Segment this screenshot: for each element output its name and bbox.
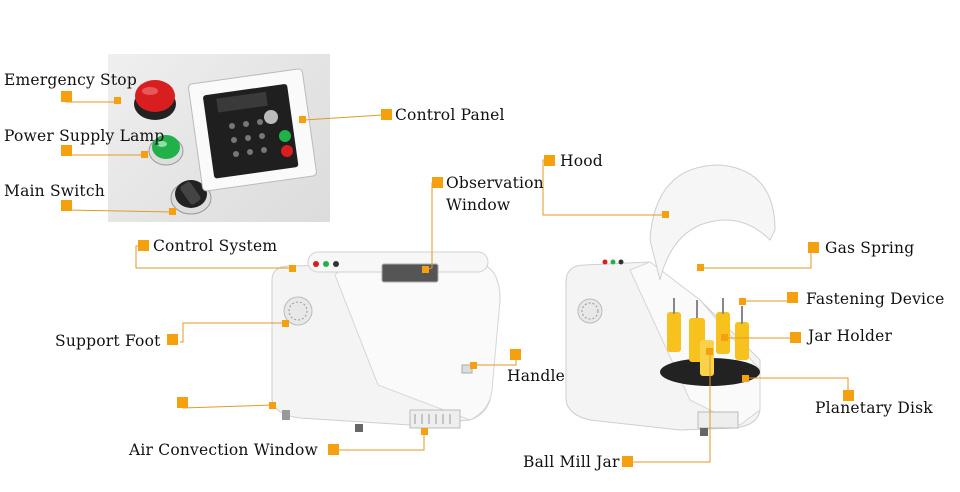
- marker-fastening-device: [787, 292, 798, 303]
- label-main-switch: Main Switch: [4, 182, 105, 200]
- marker-observation-window-tip: [422, 266, 429, 273]
- marker-observation-window: [432, 177, 443, 188]
- label-fastening-device: Fastening Device: [806, 290, 945, 308]
- marker-hood: [544, 155, 555, 166]
- label-gas-spring: Gas Spring: [825, 239, 915, 257]
- control-panel-closeup: [108, 54, 330, 222]
- marker-gas-spring: [808, 242, 819, 253]
- open-machine: [565, 164, 776, 436]
- marker-power-supply-lamp: [61, 145, 72, 156]
- label-emergency-stop: Emergency Stop: [4, 71, 137, 89]
- label-ball-mill-jar: Ball Mill Jar: [523, 453, 620, 471]
- marker-gas-spring-tip: [697, 264, 704, 271]
- marker-ball-mill-jar: [622, 456, 633, 467]
- label-support-foot: Support Foot: [55, 332, 161, 350]
- marker-planetary-disk-tip: [742, 375, 749, 382]
- label-observation-window-line2: Window: [446, 196, 511, 214]
- label-hood: Hood: [560, 152, 603, 170]
- marker-handle-tip: [470, 362, 477, 369]
- marker-unlabeled-foot-tip: [269, 402, 276, 409]
- marker-main-switch-tip: [169, 208, 176, 215]
- label-control-system: Control System: [153, 237, 278, 255]
- keypad-graphic: [188, 68, 317, 192]
- emergency-stop-button-graphic: [134, 80, 176, 120]
- label-jar-holder: Jar Holder: [808, 327, 893, 345]
- marker-unlabeled-foot: [177, 397, 188, 408]
- marker-emergency-stop-tip: [114, 97, 121, 104]
- marker-jar-holder-tip: [721, 334, 728, 341]
- label-control-panel: Control Panel: [395, 106, 505, 124]
- marker-planetary-disk: [843, 390, 854, 401]
- marker-control-panel: [381, 109, 392, 120]
- marker-control-system: [138, 240, 149, 251]
- marker-air-convection-window: [328, 444, 339, 455]
- label-handle: Handle: [507, 367, 565, 385]
- marker-hood-tip: [662, 211, 669, 218]
- main-switch-graphic: [170, 180, 212, 215]
- marker-support-foot: [167, 334, 178, 345]
- marker-air-convection-window-tip: [421, 428, 428, 435]
- marker-support-foot-tip: [282, 320, 289, 327]
- marker-control-system-tip: [289, 265, 296, 272]
- label-power-supply-lamp: Power Supply Lamp: [4, 127, 165, 145]
- marker-ball-mill-jar-tip: [706, 348, 713, 355]
- power-supply-lamp-graphic: [148, 135, 184, 166]
- label-air-convection-window: Air Convection Window: [129, 441, 319, 459]
- marker-main-switch: [61, 200, 72, 211]
- marker-emergency-stop: [61, 91, 72, 102]
- marker-power-supply-lamp-tip: [141, 151, 148, 158]
- marker-control-panel-tip: [299, 116, 306, 123]
- marker-handle: [510, 349, 521, 360]
- label-planetary-disk: Planetary Disk: [815, 399, 933, 417]
- closed-machine: [271, 251, 501, 432]
- marker-fastening-device-tip: [739, 298, 746, 305]
- label-observation-window: Observation: [446, 174, 544, 192]
- marker-jar-holder: [790, 332, 801, 343]
